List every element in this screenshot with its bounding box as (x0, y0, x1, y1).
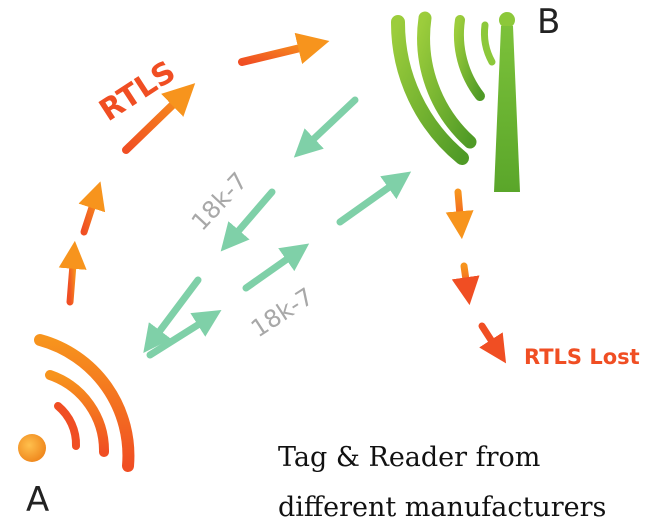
rtls-arrow-4 (238, 32, 330, 66)
reader-b-arc-medium (453, 15, 485, 101)
reader-b-tip (499, 12, 515, 28)
mint-arrow-up-2 (242, 243, 310, 292)
rtls-lost-label: RTLS Lost (524, 345, 640, 369)
lost-arrow-1 (445, 188, 474, 240)
mint-arrow-down-3 (143, 276, 202, 353)
rtls-arrow-3 (122, 83, 196, 154)
mint-arrow-up-3 (336, 171, 412, 226)
rtls-arrow-1 (58, 240, 87, 306)
reader-b-arc-small (480, 21, 496, 66)
caption-line-1: Tag & Reader from (278, 442, 541, 473)
reader-b-icon (390, 11, 520, 192)
reader-b-arc-large (417, 11, 477, 149)
tag-a-arc-large (34, 334, 135, 472)
tag-a-dot (18, 434, 46, 462)
tag-a-arc-small (54, 402, 81, 450)
node-a-label: A (26, 480, 50, 520)
lost-arrow-2 (451, 262, 480, 306)
rtls-arrow-2 (78, 181, 106, 236)
tag-a-arc-medium (45, 370, 110, 457)
mint-arrow-down-1 (293, 96, 359, 158)
reader-b-arc-outer (390, 15, 469, 165)
signal-a-to-b (146, 171, 412, 359)
mint-arrow-up-1 (146, 310, 222, 359)
rtls-label: RTLS (93, 54, 182, 129)
lost-arrow-3 (478, 322, 507, 364)
rtls-lost-link (445, 188, 507, 364)
signal-b-to-a (143, 96, 359, 353)
reader-b-mast (494, 26, 520, 192)
tag-a-icon (18, 334, 135, 472)
node-b-label: B (537, 2, 561, 42)
rtls-link (58, 32, 330, 306)
mint-arrow-down-2 (220, 188, 276, 252)
caption-line-2: different manufacturers (278, 492, 607, 523)
code-label-bottom: 18k-7 (246, 282, 319, 343)
